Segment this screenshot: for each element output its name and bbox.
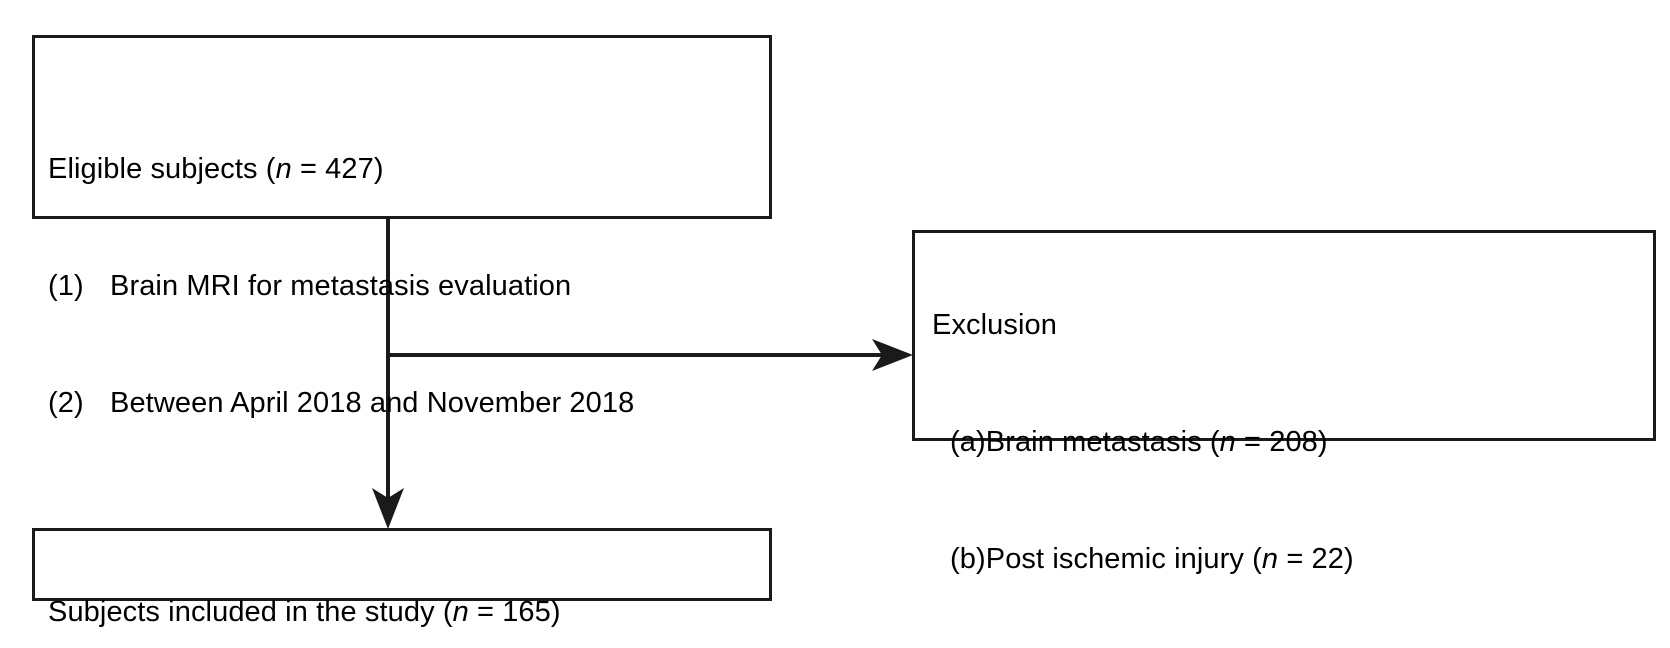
included-heading: Subjects included in the study (n = 165) xyxy=(48,593,561,632)
exclusion-reason-b-label: Post ischemic injury ( xyxy=(985,543,1262,575)
eligible-criterion-1-label: Brain MRI for metastasis evaluation xyxy=(110,270,572,302)
exclusion-reason-b-value: = 22) xyxy=(1278,543,1354,575)
eligible-heading-n-symbol: n xyxy=(275,153,292,185)
included-heading-value: = 165) xyxy=(468,596,561,628)
eligible-subjects-box xyxy=(32,35,772,219)
eligible-heading: Eligible subjects (n = 427) xyxy=(48,150,634,189)
eligible-heading-prefix: Eligible subjects ( xyxy=(48,153,276,185)
eligible-criterion-2-label: Between April 2018 and November 2018 xyxy=(110,387,635,419)
exclusion-reason-a-value: = 208) xyxy=(1235,426,1328,458)
exclusion-heading: Exclusion xyxy=(932,309,1058,341)
eligible-heading-value: = 427) xyxy=(291,153,384,185)
eligible-criterion-2-marker: (2) xyxy=(48,387,84,419)
eligible-criterion-1-marker: (1) xyxy=(48,270,84,302)
exclusion-reason-b: (b)Post ischemic injury (n = 22) xyxy=(932,540,1354,579)
exclusion-reason-b-marker: (b) xyxy=(950,543,986,575)
exclusion-box xyxy=(912,230,1656,441)
eligible-criterion-2: (2) Between April 2018 and November 2018 xyxy=(48,384,634,423)
included-heading-prefix: Subjects included in the study ( xyxy=(48,596,453,628)
right-arrow-head-icon xyxy=(872,339,913,371)
exclusion-reason-a-label: Brain metastasis ( xyxy=(985,426,1220,458)
exclusion-reason-a: (a)Brain metastasis (n = 208) xyxy=(932,423,1354,462)
included-heading-n-symbol: n xyxy=(452,596,469,628)
exclusion-reason-a-n-symbol: n xyxy=(1219,426,1236,458)
exclusion-reason-a-marker: (a) xyxy=(950,426,986,458)
included-subjects-box xyxy=(32,528,772,601)
exclusion-reason-b-n-symbol: n xyxy=(1261,543,1279,575)
included-subjects-text: Subjects included in the study (n = 165) xyxy=(48,515,561,648)
eligible-subjects-text: Eligible subjects (n = 427) (1) Brain MRI… xyxy=(48,72,634,501)
exclusion-text: Exclusion (a)Brain metastasis (n = 208) … xyxy=(932,228,1354,648)
eligible-criterion-1: (1) Brain MRI for metastasis evaluation xyxy=(48,267,634,306)
